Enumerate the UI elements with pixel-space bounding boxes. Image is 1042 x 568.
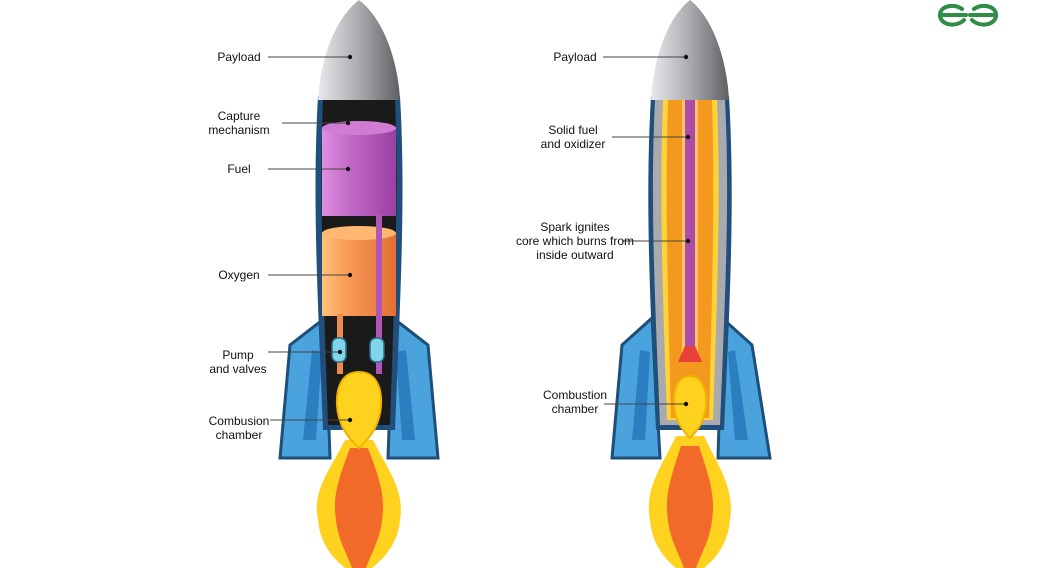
- label-solid-fuel-and-oxidizer: Solid fuel and oxidizer: [540, 123, 606, 151]
- core-channel: [685, 100, 695, 355]
- solid-leader-lines: [603, 56, 688, 405]
- label-fuel: Fuel: [227, 162, 251, 176]
- exhaust-flame-inner: [666, 446, 714, 568]
- left-fin-shade: [632, 350, 650, 440]
- combustion-chamber: [672, 374, 708, 440]
- label-payload-liquid: Payload: [217, 50, 261, 64]
- liquid-leader-lines: [268, 56, 350, 421]
- nose-cone: [318, 0, 400, 100]
- liquid-rocket: [268, 0, 440, 568]
- label-combustion-chamber-liquid: Combusion chamber: [208, 414, 270, 442]
- gfg-logo-icon: [937, 3, 999, 27]
- left-fin-shade: [303, 350, 322, 440]
- right-fin-shade: [396, 350, 415, 440]
- solid-rocket: [603, 0, 772, 568]
- fuel-tank: [322, 121, 396, 216]
- liquid-leader-dots: [337, 54, 353, 423]
- nose-cone: [651, 0, 729, 100]
- valve-left: [331, 337, 347, 363]
- label-capture-mechanism: Capture mechanism: [208, 109, 270, 137]
- valve-right: [369, 337, 385, 363]
- label-payload-solid: Payload: [553, 50, 597, 64]
- fuel-pipe: [376, 214, 382, 374]
- exhaust-flame-inner: [334, 448, 384, 568]
- label-spark-ignites: Spark ignites core which burns from insi…: [515, 220, 635, 262]
- right-fin-shade: [728, 350, 748, 440]
- oxygen-tank: [322, 226, 396, 316]
- label-oxygen: Oxygen: [218, 268, 260, 282]
- combustion-chamber: [335, 370, 383, 450]
- spark-igniter: [678, 346, 702, 362]
- label-pump-and-valves: Pump and valves: [209, 348, 267, 376]
- solid-leader-dots: [683, 54, 691, 407]
- label-combustion-chamber-solid: Combustion chamber: [542, 388, 608, 416]
